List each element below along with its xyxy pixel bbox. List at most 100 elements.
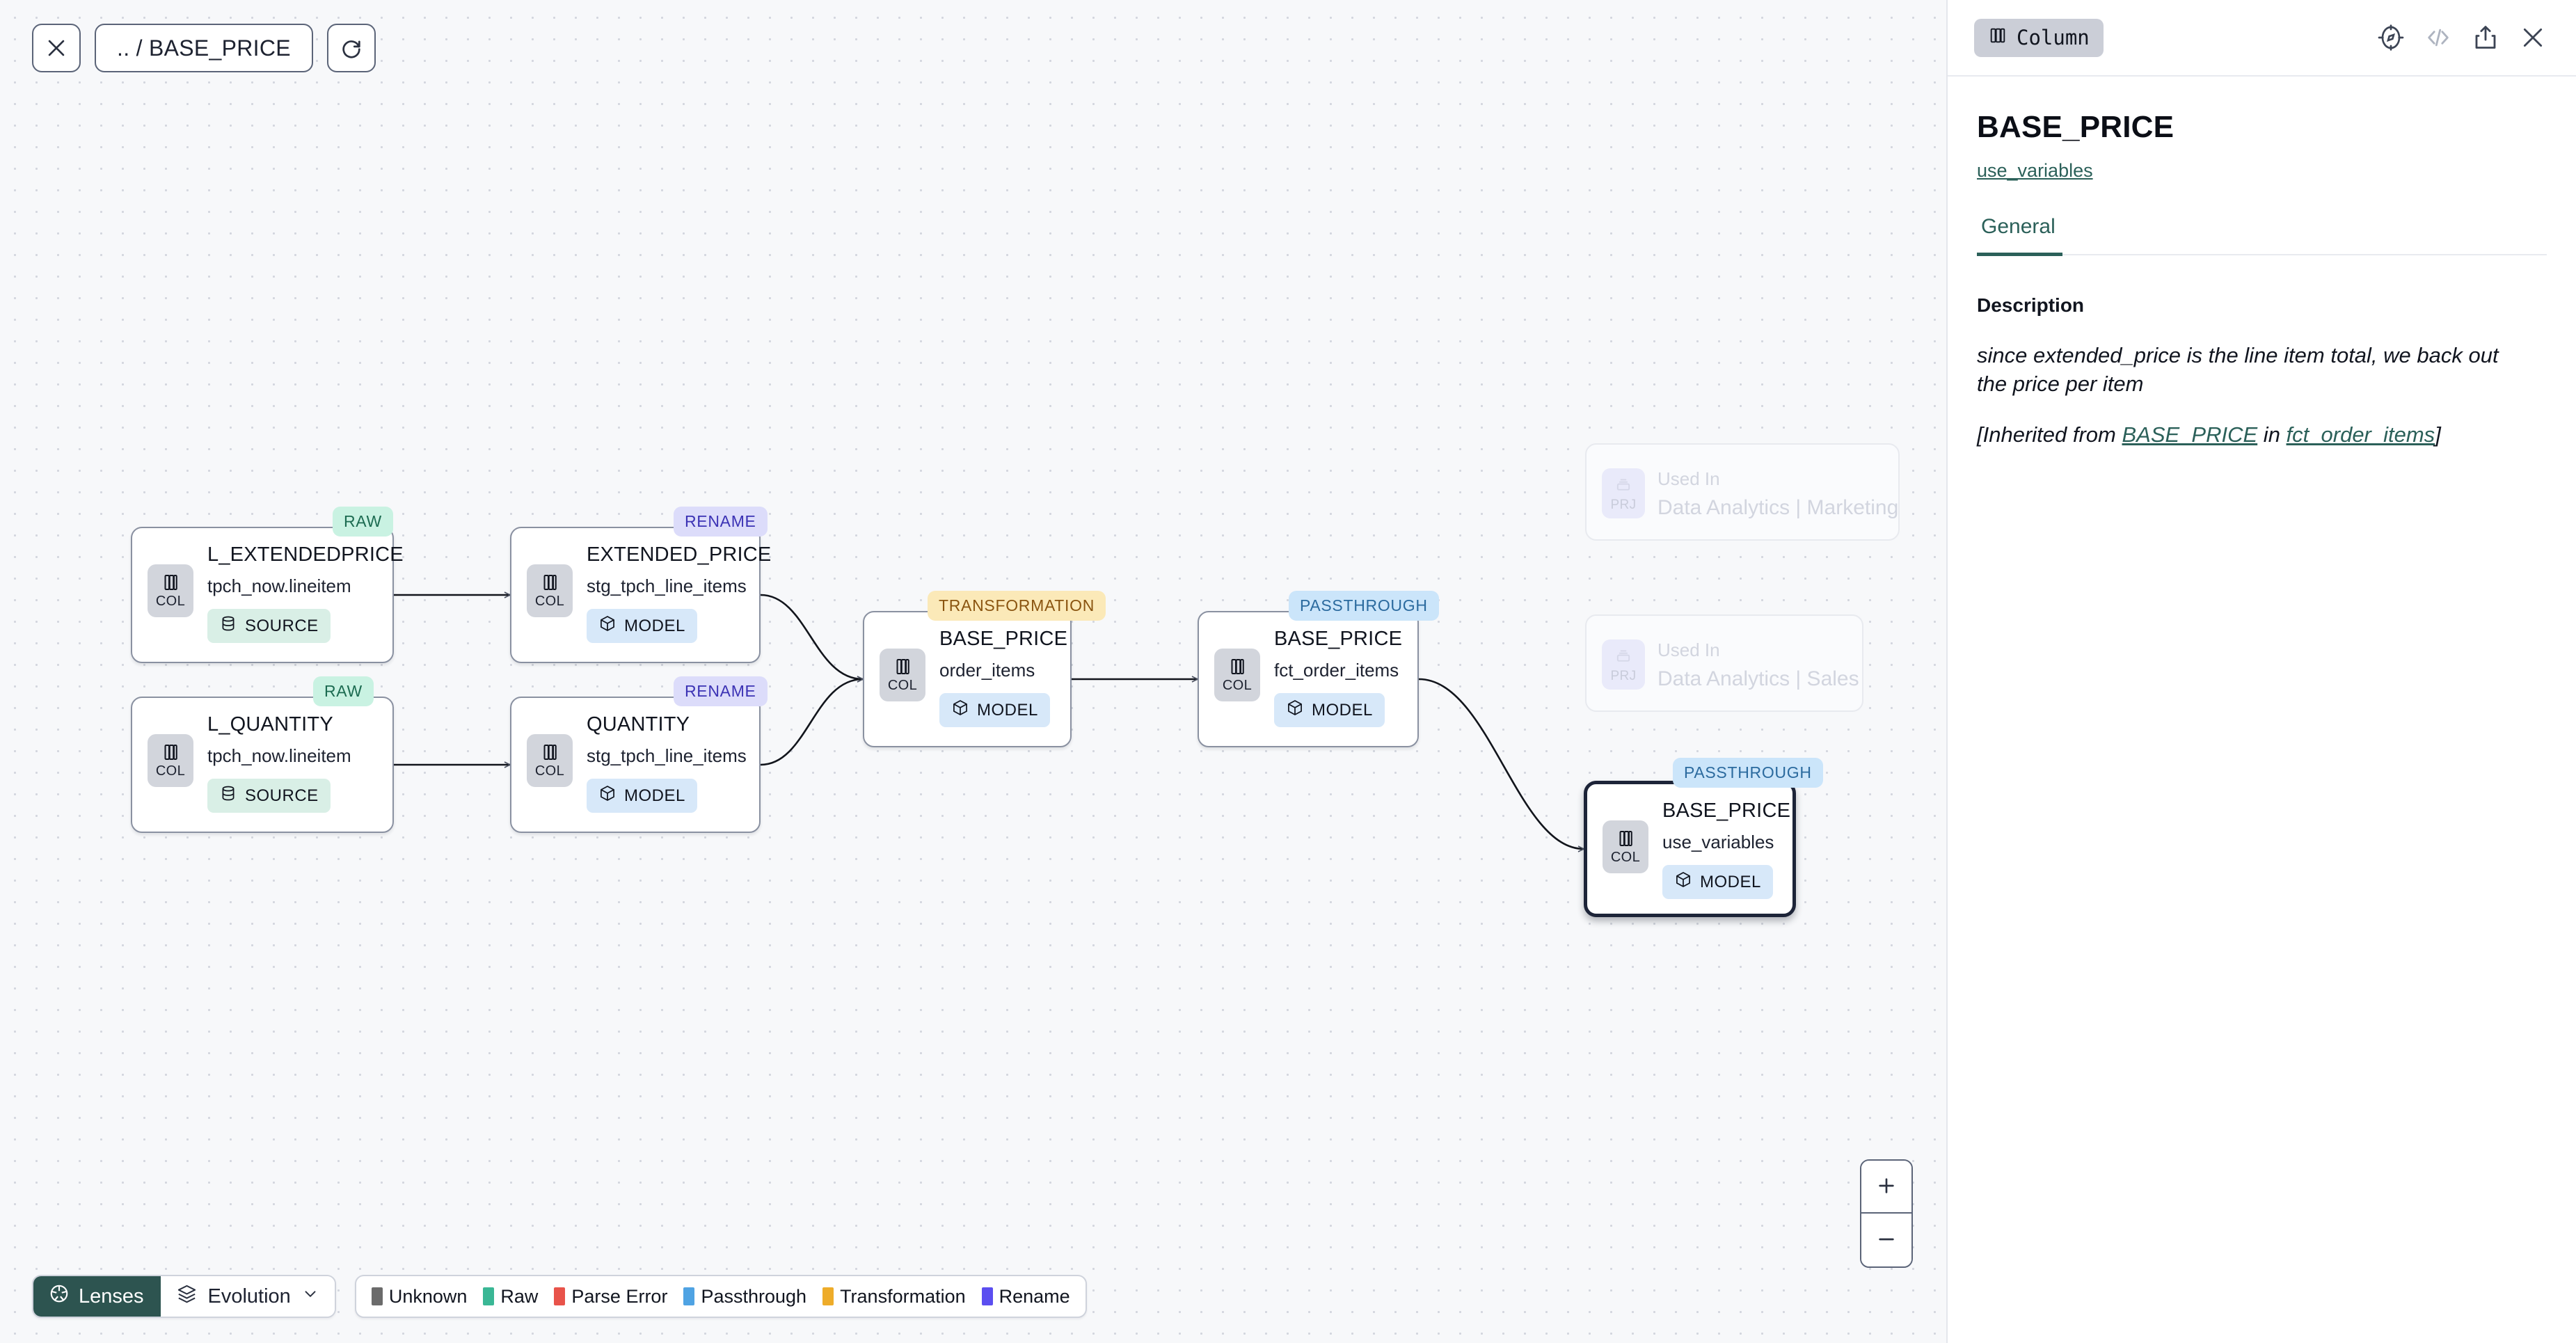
inherited-model-link[interactable]: fct_order_items [2286, 422, 2435, 447]
lenses-label: Lenses [79, 1285, 144, 1308]
project-icon [1614, 645, 1633, 668]
aperture-icon [49, 1283, 70, 1310]
node-body: COL BASE_PRICE fct_order_items MODEL [1199, 612, 1417, 746]
column-icon [539, 742, 560, 763]
legend-label: Rename [999, 1285, 1070, 1307]
lens-badge-passthrough: PASSTHROUGH [1289, 591, 1439, 621]
node-title: L_QUANTITY [207, 713, 333, 736]
breadcrumb-label: .. / BASE_PRICE [117, 35, 291, 61]
cube-icon [1674, 871, 1692, 893]
node-body: COL QUANTITY stg_tpch_line_items MODEL [511, 698, 759, 832]
project-icon [1614, 474, 1633, 497]
node-kind-label: COL [155, 594, 186, 609]
lineage-node-l_extendedprice[interactable]: COL L_EXTENDEDPRICE tpch_now.lineitem SO… [131, 527, 404, 663]
lineage-canvas[interactable]: .. / BASE_PRICE PRJ Used In Data Analyti… [0, 0, 1946, 1343]
column-kind-chip: COL [527, 734, 573, 787]
legend-item-rename[interactable]: Rename [981, 1285, 1070, 1308]
column-kind-chip: COL [1214, 649, 1260, 701]
node-kind-label: COL [534, 594, 565, 609]
lineage-node-quantity[interactable]: COL QUANTITY stg_tpch_line_items MODEL [510, 697, 761, 833]
project-kind-chip: PRJ [1602, 639, 1645, 690]
node-source-pill: MODEL [1274, 693, 1385, 727]
node-kind-label: COL [887, 678, 918, 693]
lens-badge-passthrough: PASSTHROUGH [1673, 758, 1823, 788]
legend-swatch [822, 1287, 834, 1305]
ghost-kind-label: PRJ [1610, 498, 1637, 512]
node-title: BASE_PRICE [1274, 628, 1403, 650]
node-pill-label: SOURCE [245, 616, 319, 635]
explore-icon[interactable] [2377, 24, 2405, 51]
zoom-out-button[interactable] [1861, 1214, 1911, 1266]
project-kind-chip: PRJ [1602, 468, 1645, 518]
refresh-button[interactable] [326, 24, 376, 72]
cube-icon [598, 784, 617, 807]
node-source-pill: SOURCE [207, 609, 331, 643]
node-body: COL BASE_PRICE use_variables MODEL [1587, 784, 1792, 914]
lens-badge-rename: RENAME [674, 676, 768, 706]
ghost-kind-label: PRJ [1610, 669, 1637, 683]
node-body: COL BASE_PRICE order_items MODEL [864, 612, 1070, 746]
lineage-node-extended_price[interactable]: COL EXTENDED_PRICE stg_tpch_line_items M… [510, 527, 771, 663]
inherited-suffix: ] [2435, 422, 2441, 447]
breadcrumb[interactable]: .. / BASE_PRICE [95, 24, 313, 72]
node-source-pill: MODEL [1662, 865, 1773, 899]
column-kind-chip: COL [148, 564, 193, 617]
node-body: COL EXTENDED_PRICE stg_tpch_line_items M… [511, 528, 771, 662]
ghost-top-label: Used In [1657, 639, 1720, 660]
entity-type-chip[interactable]: Column [1974, 18, 2104, 57]
node-kind-label: COL [534, 763, 565, 779]
evolution-label: Evolution [207, 1285, 291, 1308]
evolution-select[interactable]: Evolution [160, 1276, 335, 1317]
legend-swatch [483, 1287, 495, 1305]
legend-item-parse-error[interactable]: Parse Error [554, 1286, 667, 1308]
chevron-down-icon [301, 1285, 319, 1308]
node-body: COL L_QUANTITY tpch_now.lineitem SOURCE [132, 698, 392, 832]
lenses-button[interactable]: Lenses [33, 1276, 161, 1317]
node-pill-label: MODEL [624, 786, 685, 805]
lens-badge-rename: RENAME [674, 507, 768, 537]
minus-icon [1875, 1228, 1898, 1253]
cube-icon [1286, 699, 1304, 722]
ghost-node-used-in-sales[interactable]: PRJ Used In Data Analytics | Sales [1585, 614, 1863, 712]
legend-item-transformation[interactable]: Transformation [822, 1286, 966, 1308]
node-pill-label: SOURCE [245, 786, 319, 805]
legend-item-unknown[interactable]: Unknown [371, 1286, 467, 1308]
lineage-node-base_price_fct_order_items[interactable]: COL BASE_PRICE fct_order_items MODEL [1198, 611, 1419, 747]
legend-item-raw[interactable]: Raw [483, 1286, 538, 1308]
node-pill-label: MODEL [977, 700, 1038, 720]
entity-type-label: Column [2017, 26, 2090, 49]
bottom-toolbar: Lenses Evolution [32, 1275, 1087, 1318]
node-body: COL L_EXTENDEDPRICE tpch_now.lineitem SO… [132, 528, 404, 662]
inherited-column-link[interactable]: BASE_PRICE [2122, 422, 2258, 447]
cube-icon [951, 699, 969, 722]
column-icon [1988, 26, 2007, 50]
node-source-pill: MODEL [587, 609, 697, 643]
lineage-node-base_price_order_items[interactable]: COL BASE_PRICE order_items MODEL [863, 611, 1072, 747]
parent-model-link[interactable]: use_variables [1977, 160, 2093, 181]
share-icon[interactable] [2472, 24, 2499, 51]
ghost-node-used-in-marketing[interactable]: PRJ Used In Data Analytics | Marketing [1585, 443, 1900, 541]
column-kind-chip: COL [148, 734, 193, 787]
lineage-node-l_quantity[interactable]: COL L_QUANTITY tpch_now.lineitem SOURCE [131, 697, 394, 833]
lineage-node-base_price_use_variables[interactable]: COL BASE_PRICE use_variables MODEL [1584, 781, 1796, 917]
node-subtitle: use_variables [1662, 832, 1774, 852]
ghost-top-label: Used In [1657, 468, 1720, 489]
inherited-mid: in [2257, 422, 2287, 447]
column-kind-chip: COL [527, 564, 573, 617]
code-icon[interactable] [2424, 24, 2452, 51]
column-kind-chip: COL [1603, 820, 1648, 873]
node-subtitle: stg_tpch_line_items [587, 745, 747, 766]
node-kind-label: COL [155, 763, 186, 779]
zoom-in-button[interactable] [1861, 1161, 1911, 1214]
close-icon[interactable] [2519, 24, 2547, 51]
tab-general[interactable]: General [1977, 215, 2062, 256]
lens-badge-transformation: TRANSFORMATION [928, 591, 1106, 621]
node-subtitle: tpch_now.lineitem [207, 745, 351, 766]
close-lineage-button[interactable] [32, 24, 81, 72]
legend-item-passthrough[interactable]: Passthrough [683, 1286, 806, 1308]
node-source-pill: MODEL [587, 779, 697, 813]
ghost-bottom-label: Data Analytics | Marketing [1657, 496, 1899, 519]
panel-header: Column [1948, 0, 2576, 77]
node-title: EXTENDED_PRICE [587, 543, 772, 566]
panel-body: BASE_PRICE use_variables General Descrip… [1948, 110, 2576, 447]
